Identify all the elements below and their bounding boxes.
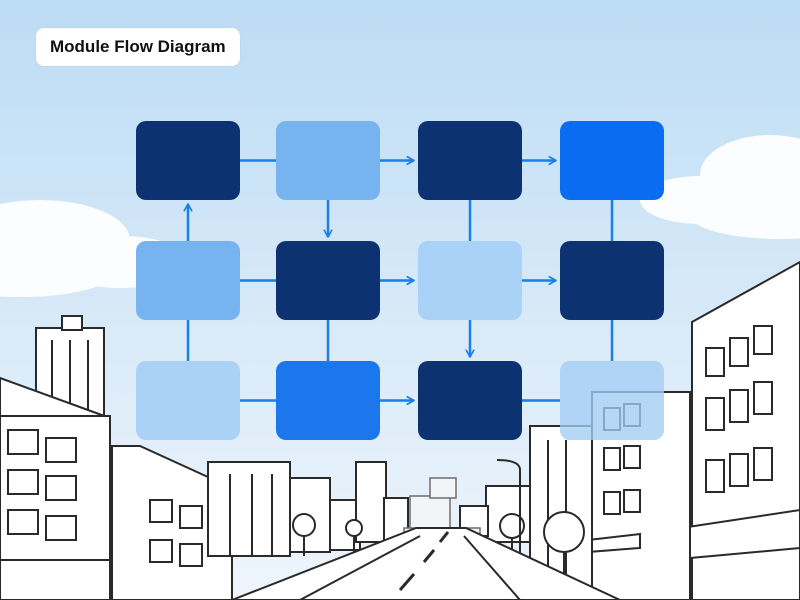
cloud-right [640,135,800,239]
node-n-r3c1[interactable] [136,361,240,440]
road [231,527,621,600]
node-n-r1c1[interactable] [136,121,240,200]
node-n-r1c4[interactable] [560,121,664,200]
node-n-r3c3[interactable] [418,361,522,440]
node-n-r2c2[interactable] [276,241,380,320]
buildings-left [0,315,409,600]
node-n-r2c1[interactable] [136,241,240,320]
node-n-r3c2[interactable] [276,361,380,440]
node-n-r1c2[interactable] [276,121,380,200]
trees [292,459,585,590]
node-n-r2c4[interactable] [560,241,664,320]
node-n-r1c3[interactable] [418,121,522,200]
node-n-r2c3[interactable] [418,241,522,320]
node-n-r3c4[interactable] [560,361,664,440]
page-title: Module Flow Diagram [36,28,240,66]
